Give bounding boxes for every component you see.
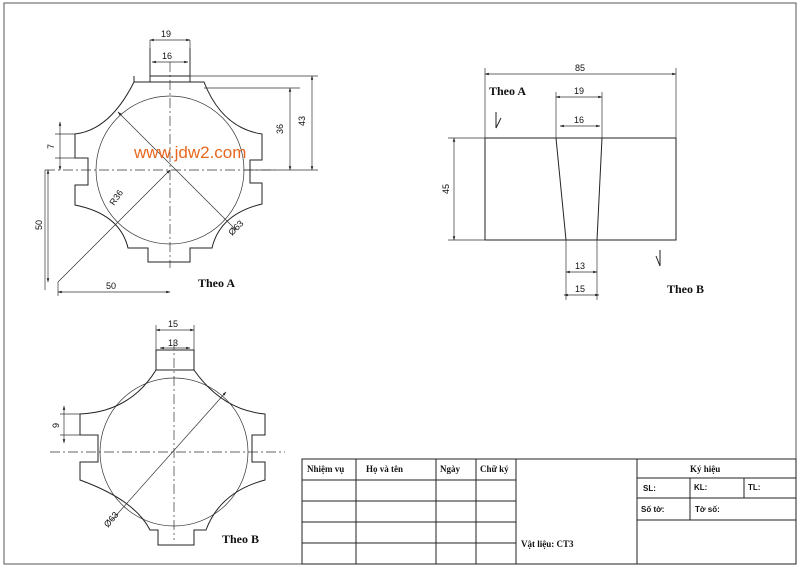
- header-ngay: Ngày: [440, 464, 460, 474]
- dim-vert-50: 50: [34, 220, 44, 230]
- dim-length: 85: [575, 63, 585, 73]
- dim-bottom-13: 13: [575, 261, 585, 271]
- dim-height-43: 43: [297, 116, 307, 126]
- sl-label: SL:: [643, 484, 656, 493]
- dim-top-13: 13: [168, 338, 178, 348]
- dim-height-36: 36: [275, 124, 285, 134]
- symbol-header: Ký hiệu: [690, 464, 720, 474]
- dim-top-16: 16: [574, 115, 584, 125]
- dim-notch-7: 7: [46, 144, 56, 149]
- tl-label: TL:: [748, 483, 760, 492]
- side-view-body: [484, 137, 677, 241]
- dim-horiz-50: 50: [106, 281, 116, 291]
- dim-top-width: 19: [161, 29, 171, 39]
- material-label: Vật liệu: CT3: [521, 539, 574, 549]
- top-view: 19 16 36 43 7 R36 Ø63 50 50 Theo A: [34, 29, 318, 296]
- bottom-view: 15 13 9 Ø63 Theo B: [50, 319, 285, 546]
- bottom-view-label: Theo B: [222, 532, 259, 546]
- header-chu-ky: Chữ ký: [480, 464, 509, 474]
- dim-height-45: 45: [441, 184, 451, 194]
- dim-top-15: 15: [168, 319, 178, 329]
- dim-slot-width: 16: [162, 51, 172, 61]
- arrow-a-label: Theo A: [489, 84, 526, 98]
- to-so-label: Tờ số:: [695, 505, 720, 514]
- dim-radius: R36: [107, 188, 125, 207]
- arrow-b-label: Theo B: [667, 282, 704, 296]
- kl-label: KL:: [694, 483, 707, 492]
- arrow-a-icon: [495, 112, 502, 129]
- dim-bottom-15: 15: [575, 284, 585, 294]
- side-view: 85 19 16 45 13 15 Theo A Theo B: [441, 63, 704, 300]
- header-nhiem-vu: Nhiệm vụ: [307, 464, 344, 474]
- arrow-b-icon: [655, 250, 661, 267]
- top-view-outline: [74, 75, 263, 263]
- header-ho-va-ten: Họ và tên: [366, 464, 403, 474]
- dim-notch-9: 9: [51, 423, 61, 428]
- top-view-label: Theo A: [198, 276, 235, 290]
- dim-top-19: 19: [574, 86, 584, 96]
- so-to-label: Số tờ:: [641, 505, 664, 514]
- dim-diameter: Ø63: [226, 218, 245, 237]
- watermark: www.jdw2.com: [133, 143, 246, 162]
- dim-diameter-b: Ø63: [102, 510, 121, 529]
- bottom-view-outline: [79, 349, 266, 546]
- title-block: Nhiệm vụ Họ và tên Ngày Chữ ký Ký hiệu S…: [301, 458, 797, 565]
